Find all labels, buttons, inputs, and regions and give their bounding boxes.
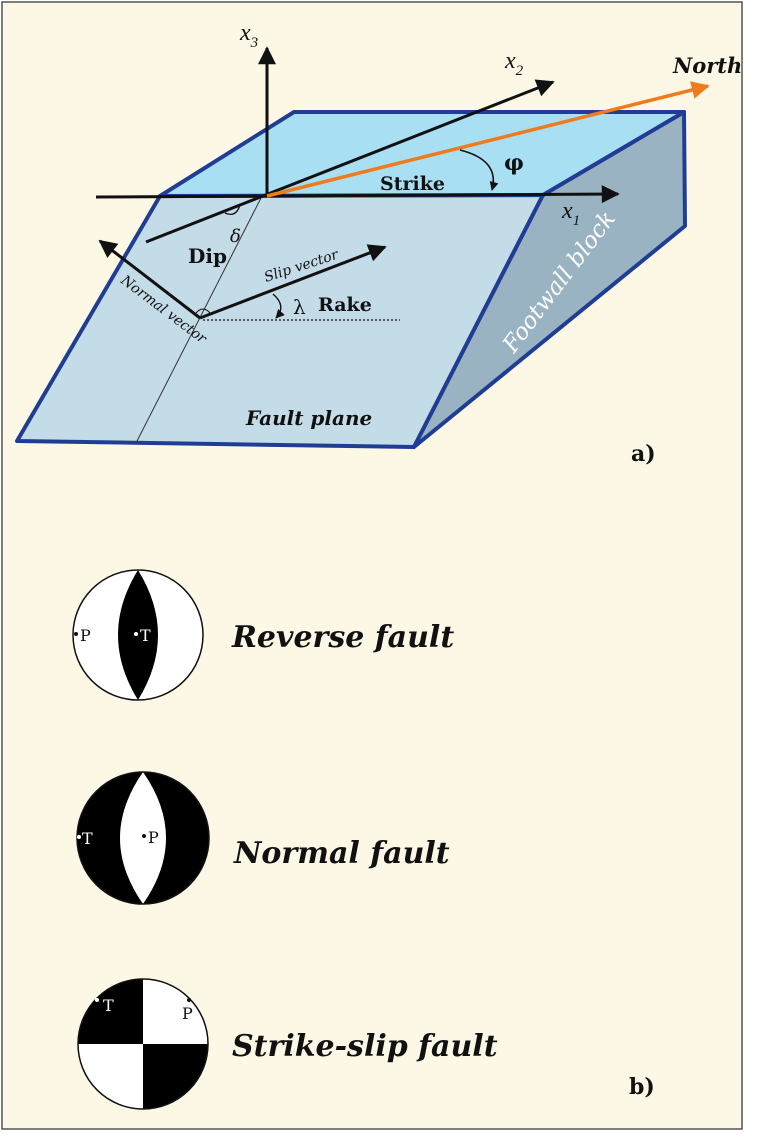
north-arrow: [266, 81, 710, 198]
north-label: North: [672, 53, 742, 78]
x3-axis-label: x3: [239, 20, 258, 51]
reverse-fault-label: Reverse fault: [231, 620, 454, 655]
strike-angle-arc: [459, 149, 499, 191]
right-angle-mark: [195, 308, 211, 314]
panel-b-label: b): [629, 1074, 655, 1100]
reverse-t-axis-label: T: [140, 626, 151, 645]
x2-axis-label: x2: [504, 48, 524, 79]
lambda-label: λ: [293, 295, 306, 319]
delta-label: δ: [230, 226, 241, 247]
dip-trace-line: [135, 195, 263, 444]
normal-fault-beachball: T P: [76, 771, 210, 905]
reverse-p-axis-label: P: [80, 626, 91, 645]
normal-fault-label: Normal fault: [233, 836, 450, 871]
dip-label: Dip: [188, 244, 227, 268]
rake-label: Rake: [318, 294, 372, 316]
x1-axis: [95, 185, 620, 204]
slip-vector-arrow: [199, 244, 387, 320]
x2-axis: [145, 79, 555, 244]
dip-angle-arc: [224, 204, 241, 216]
fault-plane-label: Fault plane: [245, 406, 372, 430]
strike-slip-t-axis-label: T: [103, 996, 114, 1015]
x1-axis-label: x1: [561, 198, 580, 229]
strike-slip-fault-beachball: T P: [77, 978, 209, 1110]
panel-a-label: a): [631, 441, 656, 467]
normal-vector-arrow: [98, 239, 201, 320]
strike-label: Strike: [380, 173, 445, 195]
strike-slip-p-axis-label: P: [182, 1004, 193, 1023]
normal-p-axis-label: P: [148, 828, 159, 847]
strike-slip-fault-label: Strike-slip fault: [232, 1029, 498, 1064]
normal-t-axis-label: T: [82, 829, 93, 848]
rake-angle-arc: [272, 293, 285, 319]
reverse-fault-beachball: P T: [72, 569, 204, 701]
phi-label: φ: [504, 150, 524, 176]
